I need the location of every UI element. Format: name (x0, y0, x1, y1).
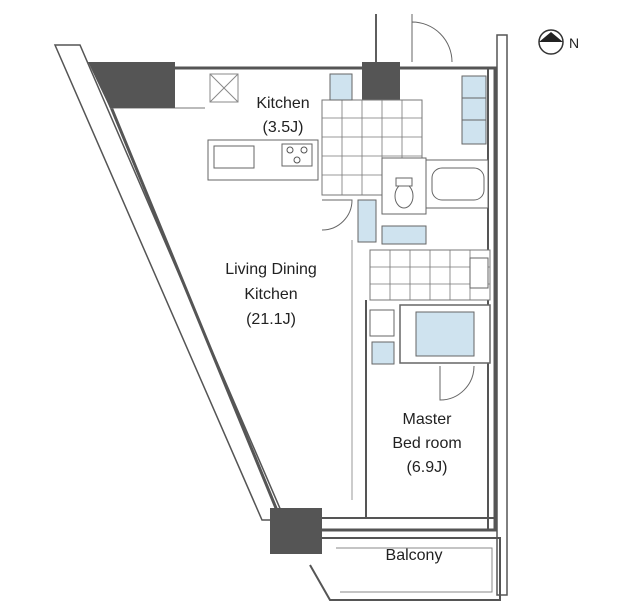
column-top-center (362, 62, 400, 100)
column-bottom (270, 508, 322, 554)
outer-boundary (93, 66, 497, 532)
ldk-label-line2: Kitchen (244, 286, 297, 303)
column-top-left (88, 62, 175, 108)
stove-burner-icon (286, 146, 294, 154)
balcony-label: Balcony (386, 547, 443, 564)
balcony-outline (309, 537, 501, 601)
kitchen-size: (3.5J) (263, 119, 304, 136)
stove-burner-icon (293, 156, 301, 164)
right-exterior-wall (496, 34, 508, 596)
entrance-door-swing[interactable] (411, 21, 453, 63)
gas-stove (281, 143, 313, 167)
kitchen-label: Kitchen (256, 95, 309, 112)
compass-label: N (569, 35, 579, 51)
washbasin (381, 225, 427, 245)
ldk-label-line1: Living Dining (225, 261, 317, 278)
master-label-line1: Master (403, 411, 453, 428)
bathtub (431, 167, 485, 201)
closet-shelf (415, 311, 475, 357)
toilet-tank (395, 177, 413, 187)
compass: N (538, 29, 579, 55)
kitchen-sink (213, 145, 255, 169)
shoe-cabinet (329, 73, 353, 101)
master-label-line2: Bed room (392, 435, 461, 452)
compass-needle-icon (539, 32, 563, 42)
toilet-bowl (394, 183, 414, 209)
storage-box (369, 309, 395, 337)
master-size: (6.9J) (407, 459, 448, 476)
fridge-cross (209, 73, 239, 103)
storage-small-left (357, 199, 377, 243)
balcony-inner-rail (336, 547, 493, 593)
ldk-door-swing[interactable] (321, 199, 353, 231)
ldk-size: (21.1J) (246, 311, 296, 328)
storage-box-blue (371, 341, 395, 365)
bedroom-door-swing[interactable] (439, 365, 475, 401)
stove-burner-icon (300, 146, 308, 154)
storage-cabinet-right (461, 75, 487, 145)
washing-machine-space (469, 257, 489, 289)
